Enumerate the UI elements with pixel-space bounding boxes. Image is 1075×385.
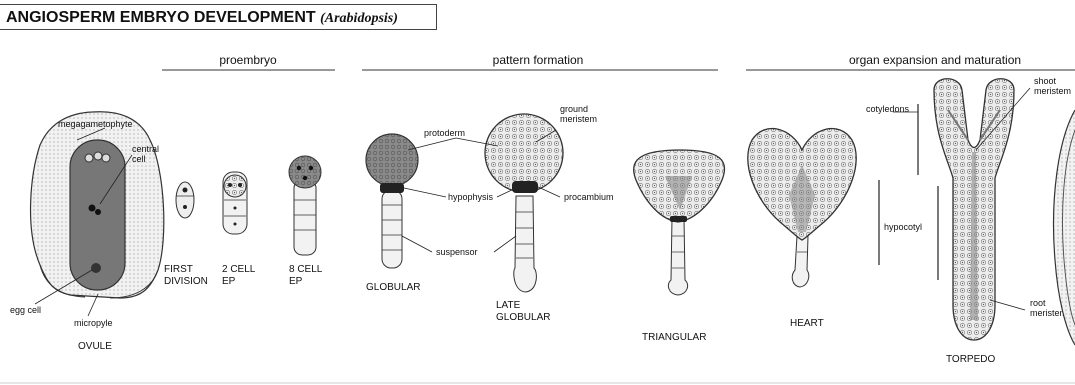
heart-drawing	[748, 129, 856, 287]
label-megagametophyte: megagametophyte	[58, 119, 133, 129]
stage-two-line1: 2 CELL	[222, 264, 256, 275]
label-shoot-line2: meristem	[1034, 86, 1071, 96]
globular-hypophysis	[380, 183, 404, 193]
phase-headers: proembryo pattern formation organ expans…	[162, 53, 1075, 70]
eight-cell-drawing	[289, 156, 321, 255]
ovule-drawing	[31, 112, 164, 316]
first-division-drawing	[176, 182, 194, 218]
stage-heart: HEART	[790, 318, 824, 329]
label-protoderm: protoderm	[424, 128, 465, 138]
stage-first-line1: FIRST	[164, 264, 193, 275]
stage-late-line2: GLOBULAR	[496, 312, 550, 323]
stage-globular: GLOBULAR	[366, 282, 420, 293]
phase-pattern-formation: pattern formation	[493, 53, 584, 67]
label-ground-line2: meristem	[560, 114, 597, 124]
label-root-line1: root	[1030, 298, 1046, 308]
stage-two-line2: EP	[222, 276, 236, 287]
label-hypocotyl: hypocotyl	[884, 222, 922, 232]
label-root-line2: meristem	[1030, 308, 1067, 318]
stage-torpedo: TORPEDO	[946, 354, 995, 365]
two-cell-drawing	[223, 172, 247, 234]
stage-triangular: TRIANGULAR	[642, 332, 706, 343]
label-micropyle: micropyle	[74, 318, 113, 328]
stage-first-line2: DIVISION	[164, 276, 208, 287]
label-cell: cell	[132, 154, 146, 164]
torpedo-drawing	[934, 79, 1014, 340]
label-suspensor: suspensor	[436, 247, 478, 257]
globular-drawing	[366, 134, 418, 268]
stage-ovule: OVULE	[78, 341, 112, 352]
label-cotyledons: cotyledons	[866, 104, 910, 114]
egg-cell	[91, 263, 101, 273]
label-egg-cell: egg cell	[10, 305, 41, 315]
stage-eight-line2: EP	[289, 276, 303, 287]
label-central: central	[132, 144, 159, 154]
central-cell-nucleus	[89, 205, 96, 212]
phase-proembryo: proembryo	[219, 53, 277, 67]
stage-eight-line1: 8 CELL	[289, 264, 323, 275]
label-procambium: procambium	[564, 192, 614, 202]
label-hypophysis: hypophysis	[448, 192, 494, 202]
late-globular-hypophysis	[512, 181, 538, 193]
label-shoot-line1: shoot	[1034, 76, 1057, 86]
phase-organ-expansion: organ expansion and maturation	[849, 53, 1021, 67]
late-globular-drawing	[485, 114, 563, 292]
stage-late-line1: LATE	[496, 300, 521, 311]
label-ground-line1: ground	[560, 104, 588, 114]
torpedo-brackets	[879, 104, 938, 280]
triangular-drawing	[634, 150, 725, 295]
